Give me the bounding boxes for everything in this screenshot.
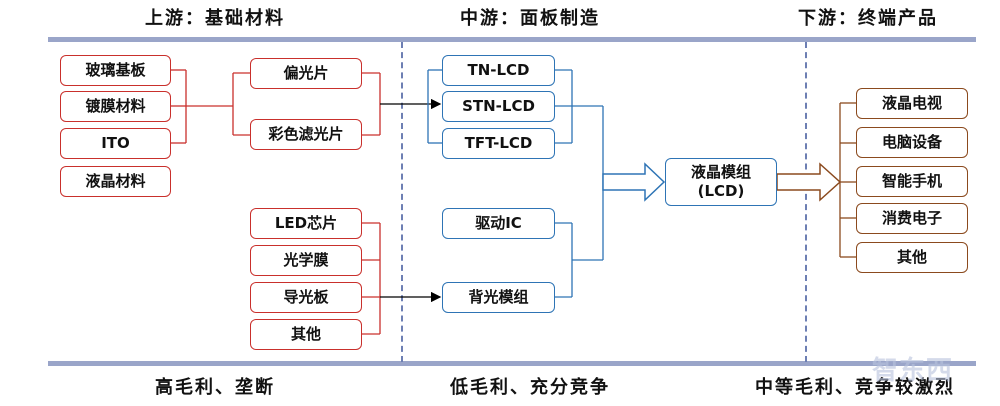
raw-material-glass-substrate: 玻璃基板: [60, 55, 171, 86]
bottom-divider-bar: [48, 361, 976, 366]
lcd-type-stn: STN-LCD: [442, 91, 555, 122]
lcd-module: 液晶模组 (LCD): [665, 158, 777, 206]
raw-material-coating: 镀膜材料: [60, 91, 171, 122]
lcd-type-tn: TN-LCD: [442, 55, 555, 86]
lcd-module-abbr: (LCD): [697, 182, 745, 200]
watermark-logo: 智东西: [872, 356, 954, 386]
product-other: 其他: [856, 242, 968, 273]
upstream-footer: 高毛利、垄断: [155, 377, 275, 398]
raw-material-ito: ITO: [60, 128, 171, 159]
product-computer: 电脑设备: [856, 127, 968, 158]
upstream-header: 上游：基础材料: [145, 8, 285, 29]
part-led-chip: LED芯片: [250, 208, 362, 239]
part-light-guide-plate: 导光板: [250, 282, 362, 313]
part-color-filter: 彩色滤光片: [250, 119, 362, 150]
raw-material-liquid-crystal: 液晶材料: [60, 166, 171, 197]
downstream-footer: 中等毛利、竞争较激烈: [755, 377, 955, 398]
midstream-footer: 低毛利、充分竞争: [450, 377, 610, 398]
downstream-header: 下游：终端产品: [798, 8, 938, 29]
mid-down-separator: [805, 42, 807, 362]
product-smartphone: 智能手机: [856, 166, 968, 197]
driver-ic: 驱动IC: [442, 208, 555, 239]
product-lcd-tv: 液晶电视: [856, 88, 968, 119]
up-mid-separator: [401, 42, 403, 362]
lcd-type-tft: TFT-LCD: [442, 128, 555, 159]
backlight-module: 背光模组: [442, 282, 555, 313]
product-consumer-electronics: 消费电子: [856, 203, 968, 234]
part-other: 其他: [250, 319, 362, 350]
part-polarizer: 偏光片: [250, 58, 362, 89]
top-divider-bar: [48, 37, 976, 42]
part-optical-film: 光学膜: [250, 245, 362, 276]
midstream-header: 中游：面板制造: [460, 8, 600, 29]
lcd-module-name: 液晶模组: [690, 163, 751, 182]
